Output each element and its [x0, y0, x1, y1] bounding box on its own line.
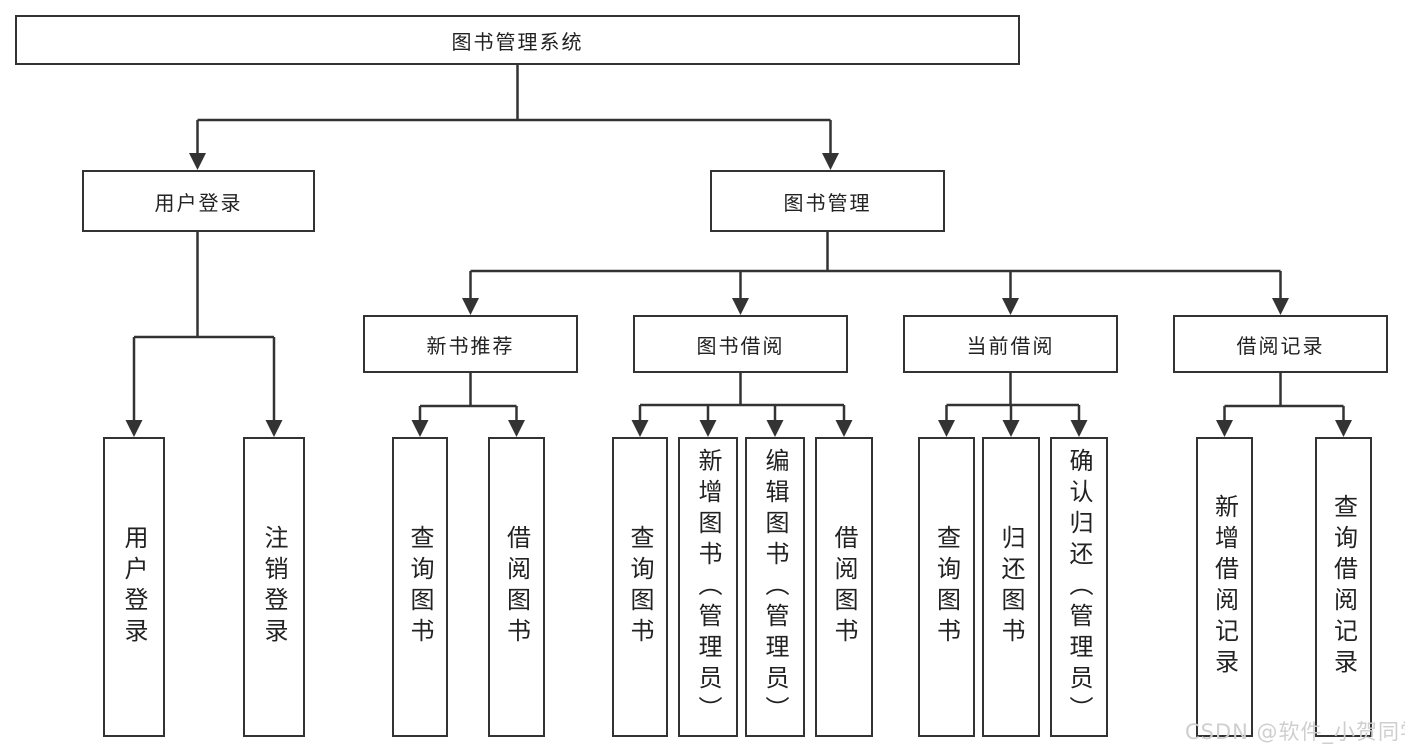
- connector-lines: [132, 63, 1345, 423]
- csdn-watermark: CSDN @软件_小贺同学: [1185, 720, 1405, 744]
- leaf-records-query-record: 查询借阅记录: [1315, 437, 1372, 737]
- leaf-label: 新增图书（管理员）: [694, 447, 722, 727]
- leaf-label: 确认归还（管理员）: [1065, 447, 1093, 727]
- leaf-current-query-books: 查询图书: [918, 437, 975, 737]
- node-label: 图书管理: [783, 190, 872, 215]
- arrow-down-icon: [265, 420, 283, 437]
- leaf-label: 查询借阅记录: [1329, 494, 1358, 680]
- arrow-down-icon: [1002, 298, 1019, 315]
- leaf-label: 查询图书: [626, 525, 654, 649]
- node-book-borrow: 图书借阅: [633, 315, 848, 373]
- arrow-down-icon: [508, 420, 525, 437]
- connector-newbooks-to-leaves: [418, 371, 518, 423]
- leaf-label: 用户登录: [120, 525, 148, 649]
- leaf-newbooks-borrow-books: 借阅图书: [488, 437, 545, 737]
- leaf-borrow-add-books-admin: 新增图书（管理员）: [678, 437, 738, 737]
- leaf-label: 查询图书: [932, 525, 961, 649]
- node-label: 用户登录: [154, 190, 243, 215]
- connector-borrow-to-leaves: [638, 371, 846, 423]
- arrow-down-icon: [631, 420, 649, 437]
- arrow-down-icon: [1335, 420, 1352, 437]
- arrowheads: [125, 153, 1352, 437]
- node-root-library-system: 图书管理系统: [15, 15, 1020, 65]
- leaf-label: 编辑图书（管理员）: [761, 447, 789, 727]
- leaf-borrow-edit-books-admin: 编辑图书（管理员）: [745, 437, 805, 737]
- arrow-down-icon: [462, 298, 479, 315]
- leaf-logout: 注销登录: [243, 437, 305, 737]
- arrow-down-icon: [189, 153, 206, 170]
- node-user-login: 用户登录: [82, 170, 315, 232]
- leaf-label: 归还图书: [997, 525, 1025, 649]
- leaf-current-return-books: 归还图书: [982, 437, 1040, 737]
- leaf-label: 注销登录: [260, 525, 288, 649]
- node-label: 当前借阅: [966, 333, 1055, 358]
- leaf-records-add-record: 新增借阅记录: [1196, 437, 1253, 737]
- leaf-borrow-query-books: 查询图书: [612, 437, 668, 737]
- node-borrow-records: 借阅记录: [1173, 315, 1388, 373]
- node-label: 新书推荐: [426, 333, 515, 358]
- leaf-label: 借阅图书: [830, 525, 858, 649]
- connector-login-to-leaves: [132, 230, 276, 423]
- arrow-down-icon: [732, 298, 749, 315]
- connector-records-to-leaves: [1223, 371, 1345, 423]
- arrow-down-icon: [1070, 420, 1088, 437]
- leaf-label: 查询图书: [406, 525, 434, 649]
- leaf-borrow-borrow-books: 借阅图书: [815, 437, 873, 737]
- arrow-down-icon: [938, 420, 955, 437]
- arrow-down-icon: [822, 153, 839, 170]
- node-book-management: 图书管理: [710, 170, 945, 232]
- leaf-newbooks-query-books: 查询图书: [392, 437, 448, 737]
- node-label: 借阅记录: [1236, 333, 1325, 358]
- leaf-label: 新增借阅记录: [1210, 494, 1239, 680]
- arrow-down-icon: [125, 420, 143, 437]
- node-label: 图书借阅: [696, 333, 785, 358]
- leaf-user-login: 用户登录: [103, 437, 165, 737]
- leaf-current-confirm-return-admin: 确认归还（管理员）: [1050, 437, 1108, 737]
- arrow-down-icon: [835, 420, 853, 437]
- arrow-down-icon: [1216, 420, 1233, 437]
- leaf-label: 借阅图书: [502, 525, 531, 649]
- arrow-down-icon: [411, 420, 429, 437]
- node-label: 图书管理系统: [451, 29, 584, 54]
- arrow-down-icon: [766, 420, 784, 437]
- node-new-book-recommend: 新书推荐: [363, 315, 578, 373]
- node-current-borrow: 当前借阅: [903, 315, 1118, 373]
- arrow-down-icon: [1272, 298, 1289, 315]
- connector-mgmt-to-level2: [469, 230, 1282, 301]
- connector-current-to-leaves: [945, 371, 1081, 423]
- arrow-down-icon: [699, 420, 717, 437]
- connector-root-to-level1: [196, 63, 832, 156]
- arrow-down-icon: [1002, 420, 1020, 437]
